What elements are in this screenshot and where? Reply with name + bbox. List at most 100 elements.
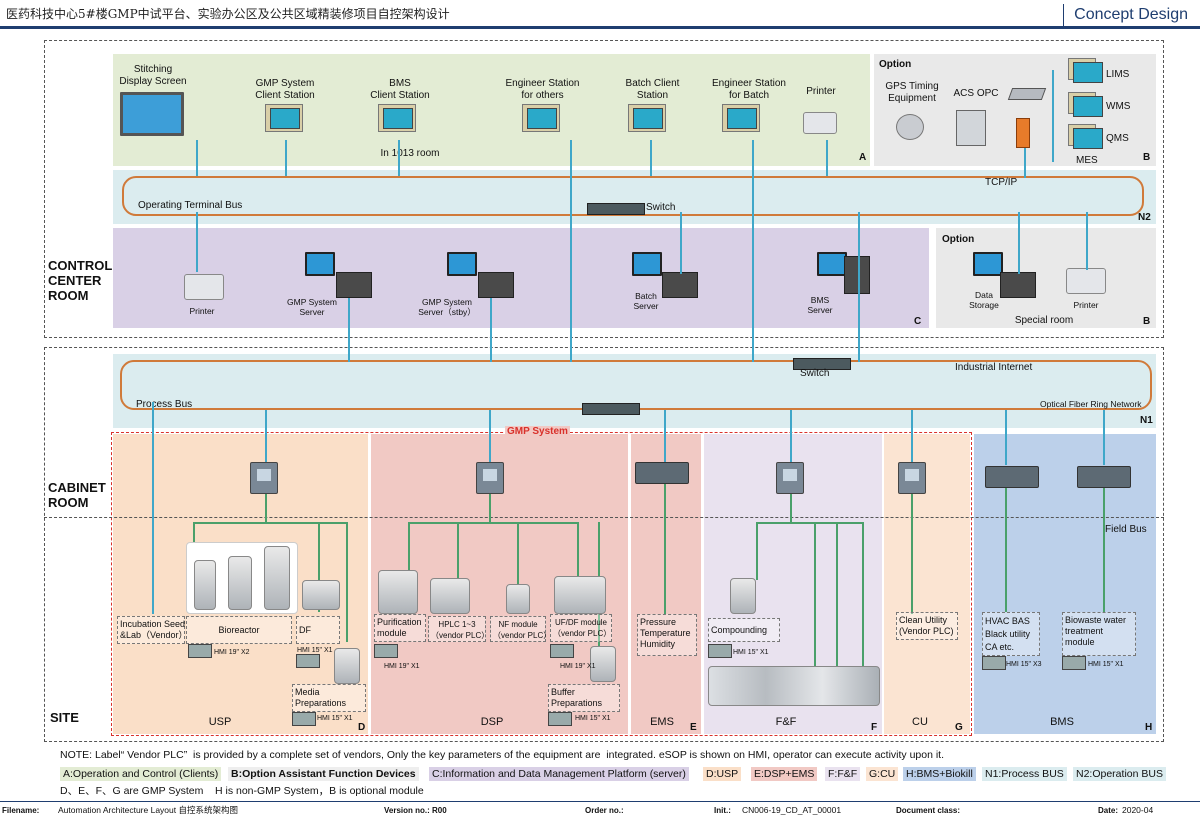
side-label-control-center: CONTROL CENTER ROOM (48, 258, 113, 303)
data-storage-icon (1000, 272, 1036, 298)
process-bus-label: Process Bus (136, 399, 193, 410)
gmp-client-icon (265, 104, 303, 132)
ff-hmi-icon (708, 644, 732, 658)
filling-line-image (708, 666, 880, 706)
legend-item: H:BMS+Biokill (903, 767, 976, 781)
n1-band (113, 354, 1156, 428)
purification-box: Purification module (374, 614, 426, 642)
zone-e-ems (631, 434, 701, 734)
bms-rack2-icon (1077, 466, 1131, 488)
bms-drop-2 (1103, 488, 1105, 612)
cu-drop (911, 494, 913, 614)
compounding-equipment-image (730, 578, 756, 614)
usp-drop-2 (318, 522, 320, 612)
batch-server-icon (662, 272, 698, 298)
usp-zone-name: USP (208, 716, 232, 728)
footer-filename-key: Filename: (2, 806, 40, 815)
buffer-preparations-box: Buffer Preparations (548, 684, 620, 712)
incubation-seed-box: Incubation Seed &Lab（Vendor） (117, 616, 188, 644)
qms-label: QMS (1106, 133, 1129, 144)
batch-client-icon (628, 104, 666, 132)
legend-item: F:F&F (825, 767, 861, 781)
footer-doc-class-key: Document class: (896, 806, 961, 815)
option-b-special-room (936, 228, 1156, 328)
lims-icon (1068, 58, 1103, 83)
gmp-server-label: GMP System Server (287, 297, 337, 317)
line-bms-rack1 (1005, 410, 1007, 465)
dsp-plc-icon (476, 462, 504, 494)
dsp-hmi-1-label: HMI 19" X1 (384, 663, 420, 670)
line-bms-server (858, 212, 860, 362)
usp-field-h (193, 522, 348, 524)
ff-drop-1 (756, 522, 758, 580)
compounding-box: Compounding (708, 618, 780, 642)
fiber-ring-label: Optical Fiber Ring Network (1040, 399, 1142, 409)
mes-label: MES (1076, 155, 1098, 166)
purification-equipment-image (378, 570, 418, 614)
dsp-drop-2 (457, 522, 459, 578)
ems-drop (664, 484, 666, 614)
bioreactor-box: Bioreactor (186, 616, 292, 644)
printer-b-label: Printer (1073, 300, 1099, 310)
biowaste-box: Biowaste water treatment module (1062, 612, 1136, 656)
zone-f-letter: F (871, 722, 878, 733)
cabinet-site-divider (44, 517, 1164, 518)
dsp-drop-4 (577, 522, 579, 582)
dsp-drop-3 (517, 522, 519, 584)
legend-item: N2:Operation BUS (1073, 767, 1166, 781)
usp-hmi-3-label: HMI 15" X1 (317, 715, 353, 722)
ff-drop-4 (862, 522, 864, 672)
line-engineer-others (570, 140, 572, 362)
n1-switch-label: Switch (800, 368, 830, 379)
hvac-box: HVAC BAS Black utility CA etc. (982, 612, 1040, 656)
nf-equipment-image (506, 584, 530, 614)
dsp-drop-1 (408, 522, 410, 572)
side-label-site: SITE (50, 710, 79, 725)
acs-label: ACS OPC (953, 88, 999, 99)
bms-drop-1 (1005, 488, 1007, 612)
zone-c-servers (113, 228, 929, 328)
n2-letter: N2 (1138, 212, 1151, 223)
gmp-server-screen-icon (305, 252, 335, 276)
data-storage-label: Data Storage (969, 290, 999, 310)
df-box: DF (296, 616, 340, 644)
batch-server-label: Batch Server (633, 291, 659, 311)
printer-b-icon (1066, 268, 1106, 294)
legend-item: A:Operation and Control (Clients) (60, 767, 222, 781)
engineer-others-label: Engineer Station for others (505, 78, 580, 101)
nf-module-box: NF module （vendor PLC） (490, 616, 551, 642)
system-classification-note: D、E、F、G are GMP System H is non-GMP Syst… (60, 785, 424, 797)
usp-hmi-2-label: HMI 15" X1 (297, 647, 333, 654)
printer-c-label: Printer (189, 306, 215, 316)
display-wall-icon (120, 92, 184, 136)
line-printer (826, 140, 828, 176)
dsp-hmi-3-label: HMI 15" X1 (575, 715, 611, 722)
buffer-equipment-image (590, 646, 616, 682)
tcp-ip-label: TCP/IP (985, 177, 1018, 188)
line-display (196, 140, 198, 176)
media-equipment-image (334, 648, 360, 684)
special-room-label: Special room (1014, 315, 1074, 326)
footer-filename: Automation Architecture Layout 自控系统架构图 (58, 805, 238, 815)
line-firewall (1024, 148, 1026, 178)
line-engineer-batch (752, 140, 754, 362)
dsp-hmi-1-icon (374, 644, 398, 658)
wms-label: WMS (1106, 101, 1131, 112)
ff-plc-icon (776, 462, 804, 494)
mes-trunk-line (1052, 70, 1054, 162)
line-printer-c (196, 212, 198, 272)
n2-switch-icon (587, 203, 645, 215)
bms-rack1-icon (985, 466, 1039, 488)
bms-hmi-1-label: HMI 15" X3 (1006, 661, 1042, 668)
option-b2-title: Option (942, 234, 975, 245)
storage-screen-icon (973, 252, 1003, 276)
option-b-top (874, 54, 1156, 166)
footer-init-key: Init.: (714, 806, 731, 815)
gps-icon (896, 114, 924, 140)
dsp-hmi-3-icon (548, 712, 572, 726)
dsp-field-h (408, 522, 578, 524)
media-preparations-box: Media Preparations (292, 684, 366, 712)
footer-rule (0, 801, 1200, 802)
cabinet-site-frame (44, 347, 1164, 742)
option-b-title: Option (879, 59, 912, 70)
